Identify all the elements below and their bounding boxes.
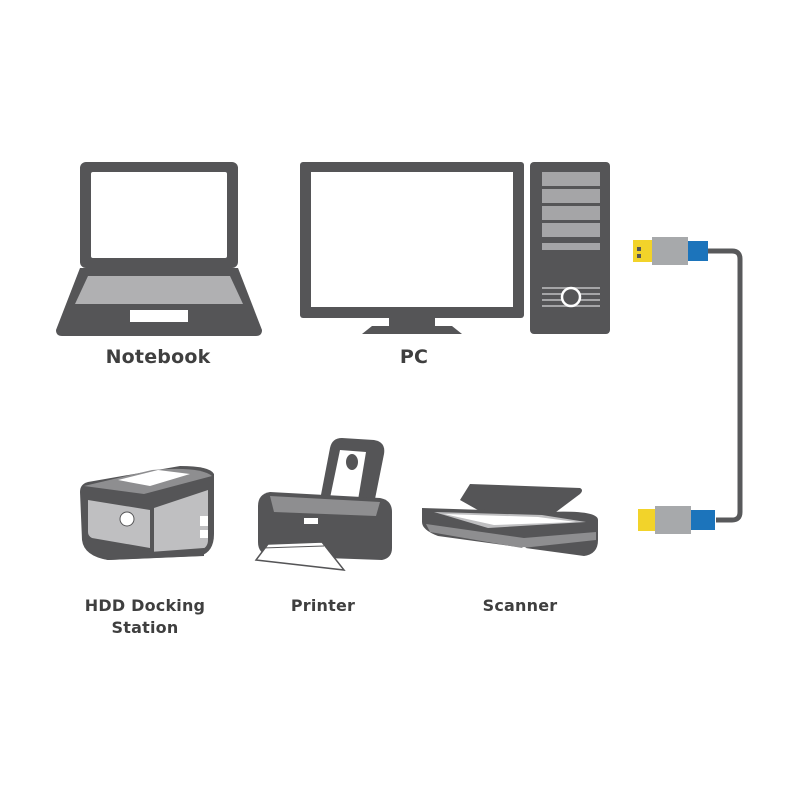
hdd-docking-label-line2: Station — [111, 618, 179, 637]
flatbed-scanner-icon — [422, 484, 598, 556]
hdd-docking-station-icon — [80, 466, 214, 560]
desktop-pc-icon — [300, 162, 610, 334]
usb-cable-icon — [633, 237, 743, 534]
notebook-label: Notebook — [105, 346, 211, 368]
laptop-icon — [56, 162, 262, 336]
hdd-docking-station-label: HDD Docking Station — [40, 595, 250, 639]
printer-label: Printer — [290, 596, 356, 615]
scanner-label: Scanner — [482, 596, 558, 615]
pc-label: PC — [399, 346, 429, 368]
printer-icon — [254, 438, 392, 571]
hdd-docking-label-line1: HDD Docking — [84, 596, 206, 615]
